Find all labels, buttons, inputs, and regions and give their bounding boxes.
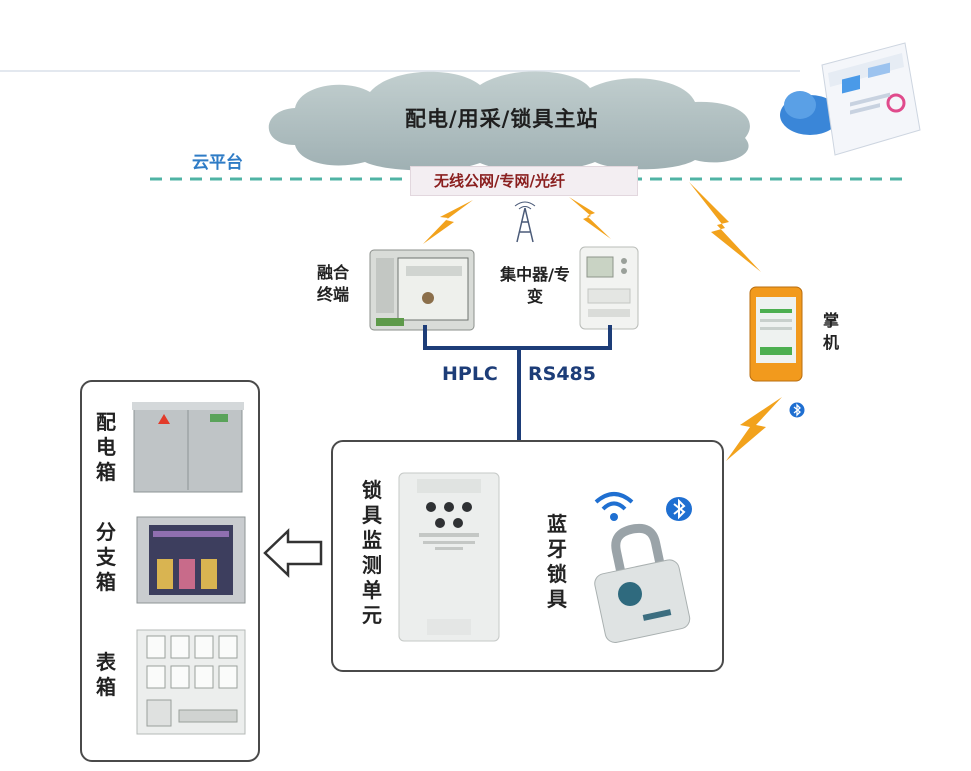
distribution-box-image <box>132 402 244 493</box>
lightning-icon-left <box>423 200 473 244</box>
branch-box-label: 分支箱 <box>96 520 116 594</box>
link-label-rs485: RS485 <box>528 363 596 385</box>
handheld-label: 掌机 <box>822 311 839 352</box>
network-box <box>410 166 638 196</box>
cloud-platform-label: 云平台 <box>192 153 243 173</box>
network-label: 无线公网/专网/光纤 <box>434 172 565 190</box>
top-rule <box>0 70 800 72</box>
handheld-device <box>749 286 803 382</box>
concentrator-label: 集中器/专变 <box>500 265 570 306</box>
lightning-icon-lower <box>726 397 782 461</box>
arrow-left-icon <box>263 528 323 578</box>
cloud-title: 配电/用采/锁具主站 <box>405 107 599 131</box>
dashboard-illustration <box>780 42 921 156</box>
meter-box-image <box>136 629 246 735</box>
distribution-box-label: 配电箱 <box>96 410 116 484</box>
antenna-tower-icon <box>514 201 536 243</box>
fusion-terminal-label: 融合终端 <box>316 263 349 304</box>
lock-monitor-label: 锁具监测单元 <box>362 478 382 627</box>
fusion-terminal-device <box>369 249 475 331</box>
bluetooth-icon-small <box>789 402 805 418</box>
link-label-hplc: HPLC <box>442 363 498 385</box>
bluetooth-icon <box>666 497 692 521</box>
cloud-shape <box>268 71 750 172</box>
concentrator-device <box>579 246 639 330</box>
padlock-icon <box>594 523 691 644</box>
lock-monitor-device <box>398 472 500 642</box>
meter-box-label: 表箱 <box>96 650 116 699</box>
wifi-icon <box>594 492 634 521</box>
bluetooth-lock-label: 蓝牙锁具 <box>547 512 567 611</box>
branch-box-image <box>136 516 246 604</box>
lightning-icon-right <box>689 182 761 272</box>
